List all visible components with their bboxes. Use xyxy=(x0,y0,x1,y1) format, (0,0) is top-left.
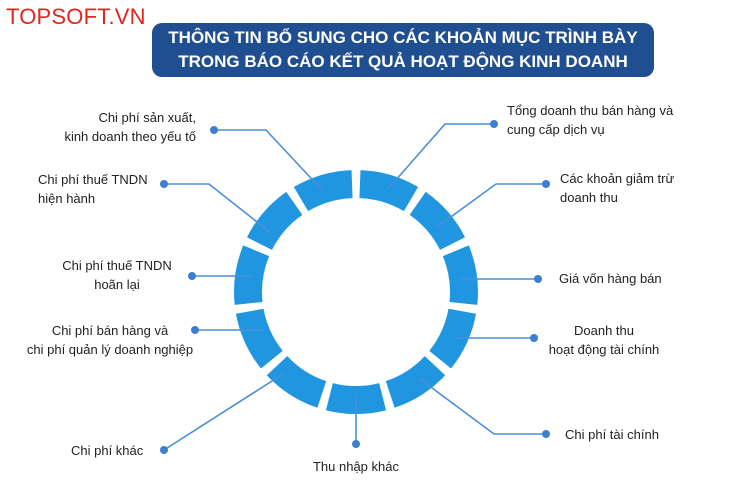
ring-segments xyxy=(234,170,478,414)
ring-segment xyxy=(235,308,283,369)
connector-lines xyxy=(160,120,550,454)
ring-segment xyxy=(266,356,327,408)
connector-dot xyxy=(534,275,542,283)
label-gia-von: Giá vốn hàng bán xyxy=(559,271,662,286)
connector-line xyxy=(436,183,546,228)
connector-dot xyxy=(490,120,498,128)
brand-logo: TOPSOFT.VN xyxy=(6,4,146,29)
ring-segment xyxy=(429,308,477,369)
connector-dot xyxy=(191,326,199,334)
connector-dot xyxy=(160,446,168,454)
label-chi-phi-khac: Chi phí khác xyxy=(71,443,144,458)
ring-segment xyxy=(409,191,466,250)
ring-segment xyxy=(359,170,419,212)
connector-line xyxy=(387,123,494,190)
connector-line xyxy=(419,378,546,435)
label-chi-phi-san-xuat: Chi phí sản xuất,kinh doanh theo yếu tố xyxy=(64,110,196,144)
ring-segment xyxy=(293,170,353,212)
label-thu-nhap-khac: Thu nhập khác xyxy=(312,459,399,474)
title-line-2: TRONG BÁO CÁO KẾT QUẢ HOẠT ĐỘNG KINH DOA… xyxy=(178,52,628,71)
connector-line xyxy=(214,129,323,191)
ring-segment xyxy=(246,191,303,250)
connector-line xyxy=(163,373,284,451)
ring-segment xyxy=(442,245,478,305)
label-chi-phi-tai-chinh: Chi phí tài chính xyxy=(565,427,659,442)
title-line-1: THÔNG TIN BỔ SUNG CHO CÁC KHOẢN MỤC TRÌN… xyxy=(168,28,638,47)
connector-dot xyxy=(542,180,550,188)
page-title: THÔNG TIN BỔ SUNG CHO CÁC KHOẢN MỤC TRÌN… xyxy=(152,23,654,77)
connector-dot xyxy=(160,180,168,188)
connector-dot xyxy=(210,126,218,134)
ring-segment xyxy=(385,356,446,408)
connector-dot xyxy=(542,430,550,438)
ring-segment xyxy=(234,245,270,305)
connector-dot xyxy=(352,440,360,448)
connector-dot xyxy=(530,334,538,342)
connector-dot xyxy=(188,272,196,280)
connector-line xyxy=(164,183,272,234)
